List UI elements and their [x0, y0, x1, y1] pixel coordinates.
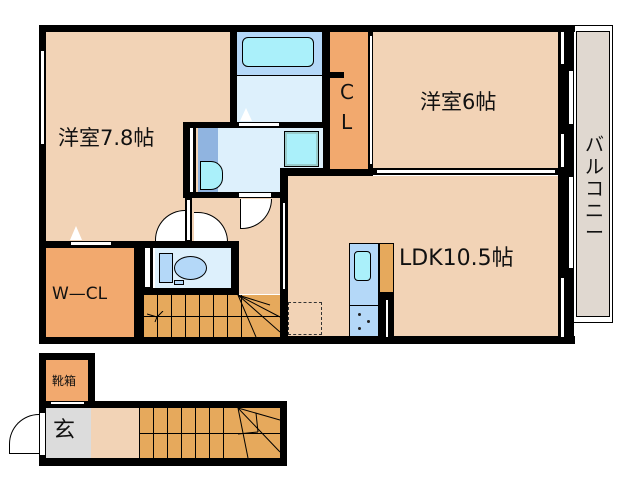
toilet-tank-icon	[159, 253, 173, 283]
balcony-label: バルコニー	[585, 134, 605, 244]
closet-label-l: L	[341, 110, 353, 134]
toilet-bowl-icon	[174, 256, 207, 280]
stove-burner-icon	[358, 313, 361, 316]
ldk	[288, 176, 558, 336]
room1-window[interactable]	[40, 50, 45, 145]
outer-wall-left	[39, 25, 46, 344]
washroom-door[interactable]	[238, 192, 272, 198]
storage-hatch	[288, 302, 322, 335]
walk-in-closet-label: W—CL	[52, 284, 108, 304]
western-room-6-label: 洋室6帖	[420, 90, 497, 114]
western-room-7-8-label: 洋室7.8帖	[58, 126, 155, 150]
lower-floor: 靴箱 玄	[0, 350, 638, 480]
room6-sliding-door[interactable]	[376, 169, 556, 174]
entrance-label: 玄	[53, 418, 76, 443]
bathtub-icon	[242, 37, 314, 67]
stair-winder-lines	[237, 295, 280, 337]
shoe-box-label: 靴箱	[52, 374, 77, 388]
entry-hall	[91, 408, 139, 458]
shoebox-door[interactable]	[50, 401, 85, 405]
shoe-box	[46, 360, 88, 401]
stair-winder-lines	[237, 408, 280, 458]
outer-wall-top	[39, 25, 575, 32]
fridge-space	[379, 243, 394, 293]
sink-icon	[354, 251, 371, 281]
wcl-door[interactable]	[70, 241, 112, 246]
washbasin-icon	[284, 131, 319, 167]
entrance-door-swing	[9, 414, 39, 454]
entrance-door[interactable]	[39, 412, 46, 456]
washing-machine-icon	[200, 161, 223, 190]
upper-floor: バルコニー 洋室7.8帖 C L 洋室6帖 LDK10.5帖	[39, 25, 613, 344]
entrance	[46, 408, 91, 458]
western-room-6	[373, 32, 558, 169]
room6-window[interactable]	[568, 70, 574, 125]
closet-sliding-door[interactable]	[369, 35, 373, 165]
closet-label-c: C	[340, 80, 354, 104]
ldk-door[interactable]	[282, 202, 286, 290]
door-arrow-icon	[70, 226, 82, 240]
bathroom-door[interactable]	[238, 122, 280, 127]
outer-wall-bottom	[39, 336, 575, 344]
door-arrow-icon	[240, 108, 252, 121]
ldk-window[interactable]	[568, 176, 574, 269]
hallway-lower	[232, 242, 280, 294]
balcony: バルコニー	[573, 25, 613, 323]
closet	[330, 32, 369, 169]
ldk-label: LDK10.5帖	[399, 246, 514, 271]
walk-in-closet	[46, 248, 134, 337]
stair-direction-icon	[147, 311, 164, 323]
